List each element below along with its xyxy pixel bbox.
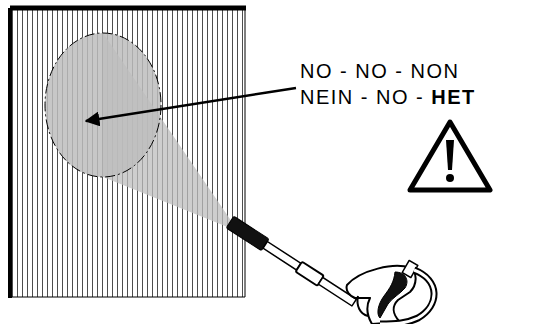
spray-jet [45,33,240,232]
lance-tube [263,242,301,270]
warning-label: NEIN - NO - [300,86,424,108]
warning-label: NO - NO - NON [300,60,460,82]
panel-top-edge [10,6,246,11]
nozzle [226,216,269,251]
warning-label: HET [431,86,476,108]
text-line: NEIN - NO - HET [300,84,476,110]
warning-text: NO - NO - NON NEIN - NO - HET [300,58,476,110]
panel-fins [12,10,245,297]
panel-right-edge [245,8,246,297]
panel-left-edge [8,8,12,298]
gun-grip [378,272,407,318]
trigger [357,296,368,316]
hose-inner [380,270,434,324]
hose [380,270,434,324]
pressure-washer-gun [226,216,434,324]
spray-area [45,33,161,177]
warning-triangle [410,122,490,190]
finned-panel [10,8,246,298]
exclamation-bar [446,140,454,170]
panel-bottom-edge [10,297,245,298]
text-line: NO - NO - NON [300,58,476,84]
exclamation-dot [446,174,454,182]
warning-sign [410,122,490,190]
leader-arrow [86,88,296,121]
